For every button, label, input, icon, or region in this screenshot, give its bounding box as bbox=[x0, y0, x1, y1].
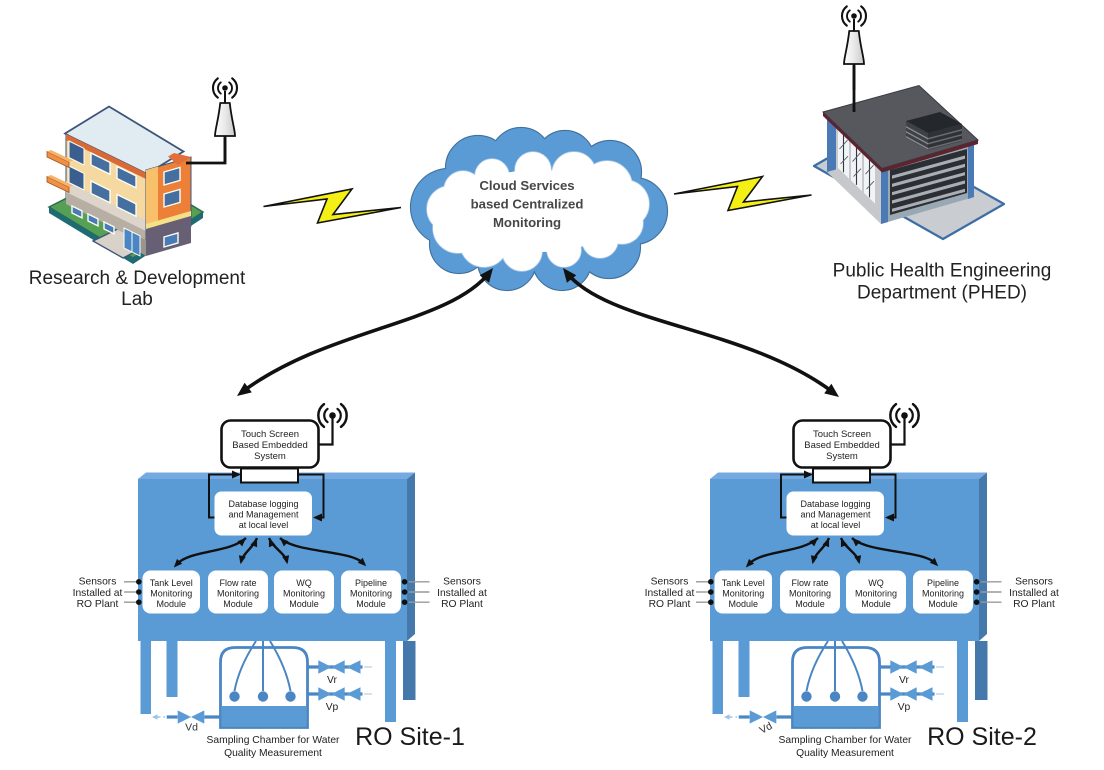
svg-text:Public Health Engineering: Public Health Engineering bbox=[833, 261, 1052, 282]
svg-text:RO Site-1: RO Site-1 bbox=[355, 723, 465, 751]
svg-text:Research & Development: Research & Development bbox=[29, 268, 246, 289]
svg-text:Lab: Lab bbox=[121, 289, 153, 310]
svg-text:Monitoring: Monitoring bbox=[493, 215, 561, 230]
svg-text:Department (PHED): Department (PHED) bbox=[857, 283, 1027, 304]
svg-text:Cloud Services: Cloud Services bbox=[479, 178, 574, 193]
svg-text:Vd: Vd bbox=[757, 720, 774, 737]
svg-text:based Centralized: based Centralized bbox=[471, 197, 584, 212]
svg-text:RO Site-2: RO Site-2 bbox=[927, 723, 1037, 751]
svg-text:Vd: Vd bbox=[185, 722, 198, 734]
